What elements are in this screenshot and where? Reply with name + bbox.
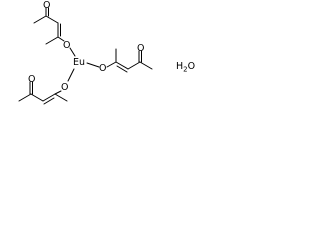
ligand-bottom: O O xyxy=(18,68,75,105)
bond-bottom-ch-carbonyl xyxy=(30,93,44,102)
right-ether-oxygen-label: O xyxy=(99,63,106,74)
top-carbonyl-oxygen-label: O xyxy=(43,0,50,11)
bond-bottom-c-ch-double xyxy=(43,97,55,105)
bottom-ether-oxygen-label: O xyxy=(61,82,68,93)
ligand-top: O O xyxy=(33,0,76,57)
bond-right-c-ch-double xyxy=(116,65,128,73)
chemical-structure-canvas: O O Eu O O xyxy=(0,0,208,127)
bond-top-ceq-methyl xyxy=(45,36,59,45)
bond-right-carbonyl-methyl xyxy=(139,61,153,70)
bond-bottom-o-c xyxy=(54,90,62,95)
bond-bottom-c-methyl xyxy=(54,93,68,102)
water-label: H2O xyxy=(176,61,195,74)
bond-right-o-c xyxy=(106,61,117,68)
bond-bottom-c-ch xyxy=(42,93,56,102)
bond-top-carbonyl-ch xyxy=(45,15,59,24)
water-hydrogen-count: 2 xyxy=(183,66,187,74)
bottom-carbonyl-oxygen-label: O xyxy=(28,74,35,85)
bond-right-ch-carbonyl xyxy=(127,61,141,70)
water-hydrogen-symbol: H xyxy=(176,61,183,72)
water-oxygen-symbol: O xyxy=(188,61,195,72)
bond-top-methyl-carbonyl xyxy=(33,15,47,24)
bond-top-ceq-o xyxy=(57,36,65,42)
europium-label: Eu xyxy=(73,57,85,68)
ligand-right: O O xyxy=(86,43,153,74)
europium-acetylacetonate-hydrate-structure: O O Eu O O xyxy=(18,0,195,105)
bond-bottom-eu-o xyxy=(67,68,75,82)
water-molecule: H2O xyxy=(176,61,195,74)
bond-right-eu-o xyxy=(86,62,100,68)
bond-bottom-carbonyl-methyl xyxy=(18,93,32,102)
top-ether-oxygen-label: O xyxy=(63,40,70,51)
bond-top-o-eu xyxy=(69,47,76,57)
bond-right-c-ch xyxy=(115,61,129,70)
right-carbonyl-oxygen-label: O xyxy=(137,43,144,54)
